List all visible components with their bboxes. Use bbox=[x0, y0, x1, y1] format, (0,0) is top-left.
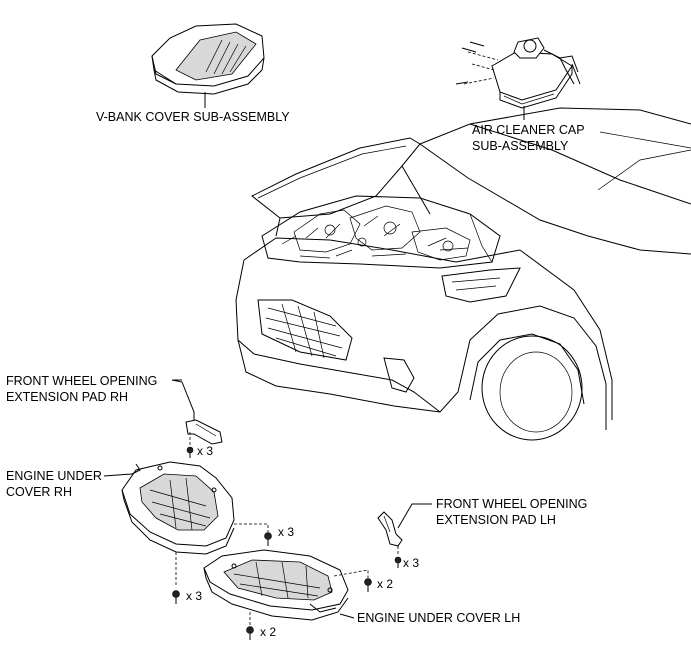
engine-under-cover-rh-part bbox=[121, 461, 269, 586]
bolt-cover-rh-top bbox=[264, 532, 272, 546]
vehicle-body bbox=[235, 107, 691, 441]
leader-cover-rh bbox=[103, 473, 133, 477]
label-fw-pad-rh-2: EXTENSION PAD RH bbox=[6, 390, 129, 404]
label-v-bank-cover: V-BANK COVER SUB-ASSEMBLY bbox=[96, 110, 290, 124]
label-engine-cover-rh-1: ENGINE UNDER bbox=[6, 469, 102, 483]
front-wheel-pad-rh-part bbox=[171, 379, 223, 458]
qty-cover-lh-bolts-bottom: x 2 bbox=[260, 625, 277, 639]
qty-pad-rh-clips: x 3 bbox=[197, 444, 214, 458]
label-fw-pad-lh-2: EXTENSION PAD LH bbox=[436, 513, 556, 527]
qty-cover-rh-bolts-top: x 3 bbox=[278, 525, 295, 539]
label-air-cleaner-cap-1: AIR CLEANER CAP bbox=[472, 123, 585, 137]
qty-pad-lh-clips: x 3 bbox=[403, 556, 420, 570]
label-air-cleaner-cap-2: SUB-ASSEMBLY bbox=[472, 139, 569, 153]
label-fw-pad-lh-1: FRONT WHEEL OPENING bbox=[436, 497, 588, 511]
front-wheel-pad-lh-part bbox=[377, 503, 432, 568]
bolt-cover-lh-bottom bbox=[246, 626, 254, 640]
engine-under-cover-lh-part bbox=[203, 549, 369, 626]
v-bank-cover-part bbox=[151, 23, 265, 108]
label-fw-pad-rh-1: FRONT WHEEL OPENING bbox=[6, 374, 158, 388]
qty-cover-rh-bolts-bottom: x 3 bbox=[186, 589, 203, 603]
bolt-cover-lh-right bbox=[364, 578, 372, 592]
bolt-cover-rh-bottom bbox=[172, 590, 180, 604]
label-engine-cover-rh-2: COVER RH bbox=[6, 485, 72, 499]
label-engine-cover-lh: ENGINE UNDER COVER LH bbox=[357, 611, 521, 625]
air-cleaner-cap-part bbox=[455, 37, 581, 120]
qty-cover-lh-bolts-right: x 2 bbox=[377, 577, 394, 591]
